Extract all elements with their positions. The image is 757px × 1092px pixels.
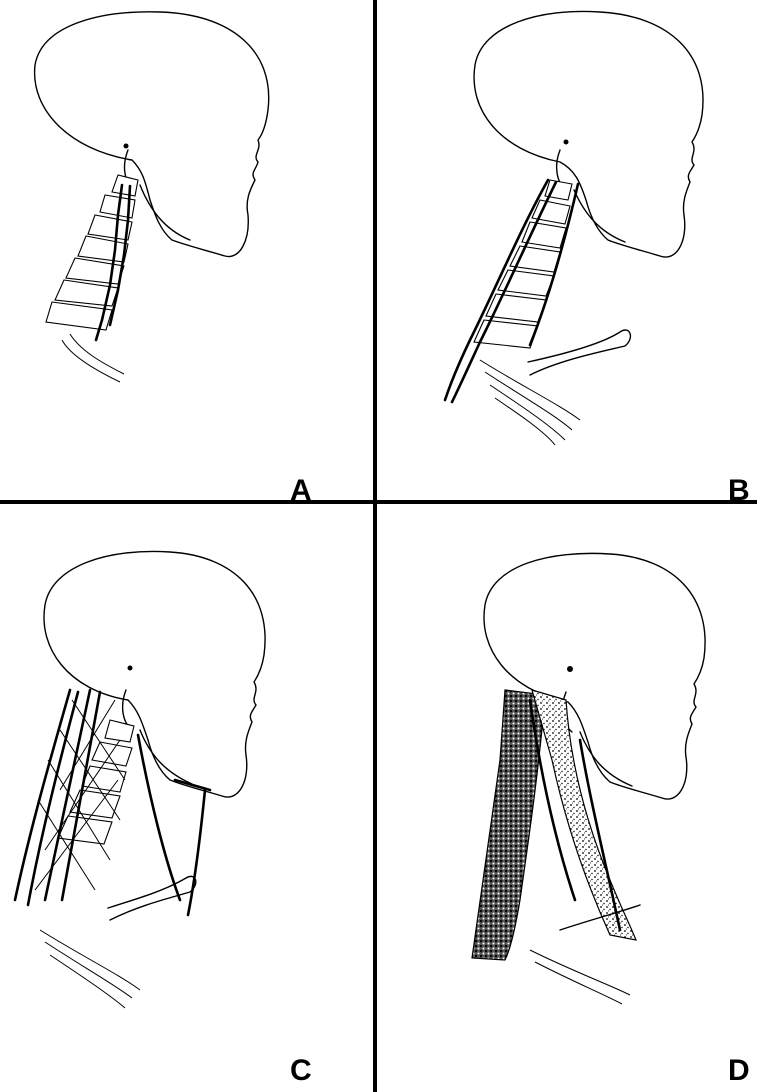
panel-d: D: [472, 553, 750, 1087]
panel-a: A: [35, 12, 312, 507]
panel-label-a: A: [290, 474, 312, 507]
panel-b: B: [445, 11, 750, 507]
rib-lines: [480, 360, 580, 445]
panel-label-b: B: [728, 474, 750, 507]
deep-neck-muscles-stippled: [532, 690, 636, 940]
clavicle: [108, 876, 196, 920]
ear-dot: [564, 140, 569, 145]
clavicle: [528, 330, 630, 375]
rib-lines: [62, 334, 124, 382]
panel-label-d: D: [728, 1054, 750, 1087]
skull-outline: [44, 551, 265, 797]
ear-dot: [128, 666, 133, 671]
panel-c: C: [15, 551, 312, 1087]
sternocleidomastoid: [138, 735, 180, 900]
skull-outline: [35, 12, 269, 257]
ear-dot: [124, 144, 129, 149]
rib-lines: [40, 930, 140, 1008]
ear-dot: [567, 666, 573, 672]
skull-outline: [474, 11, 703, 257]
rib-lines: [530, 950, 630, 1004]
jaw-line: [574, 190, 625, 242]
cervical-spine: [46, 175, 138, 340]
panel-label-c: C: [290, 1054, 312, 1087]
